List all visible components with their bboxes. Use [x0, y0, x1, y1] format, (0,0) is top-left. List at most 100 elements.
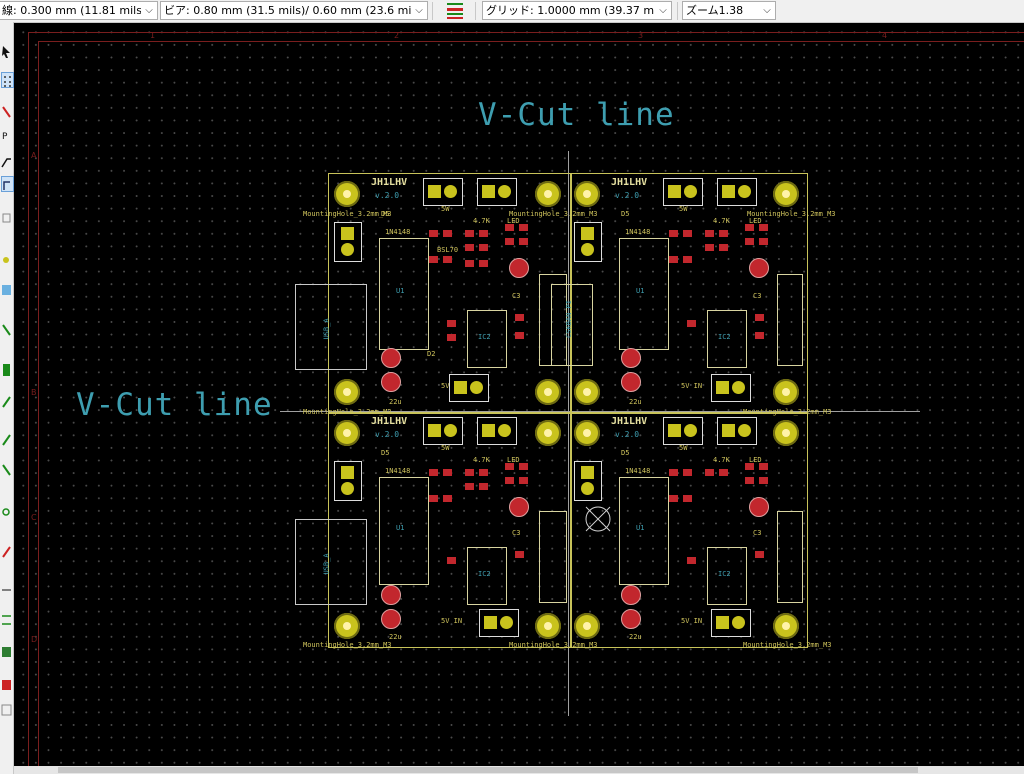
smd-pad[interactable]	[429, 469, 438, 476]
smd-pad[interactable]	[447, 320, 456, 327]
delete-tool-icon[interactable]	[1, 644, 12, 658]
connector-5v-out[interactable]	[334, 461, 362, 501]
smd-pad[interactable]	[683, 230, 692, 237]
capacitor-pad[interactable]	[749, 258, 769, 278]
connector-5v-out[interactable]	[334, 222, 362, 262]
ic2-footprint[interactable]: IC2	[467, 310, 507, 368]
smd-pad[interactable]	[505, 224, 514, 231]
smd-pad[interactable]	[443, 230, 452, 237]
connector[interactable]	[477, 178, 517, 206]
smd-pad[interactable]	[465, 260, 474, 267]
mounting-hole[interactable]	[773, 420, 799, 446]
connector[interactable]	[423, 178, 463, 206]
zoom-select[interactable]: ズーム1.38 ⌵	[682, 1, 776, 20]
pcb-panel[interactable]: JH1LHV v.2.0 MountingHole_3.2mm_M3 Mount…	[295, 412, 598, 649]
smd-pad[interactable]	[465, 483, 474, 490]
connector[interactable]	[663, 417, 703, 445]
add-via-icon[interactable]	[1, 252, 12, 266]
smd-pad[interactable]	[705, 469, 714, 476]
smd-pad[interactable]	[745, 463, 754, 470]
smd-pad[interactable]	[515, 314, 524, 321]
add-dimension-icon[interactable]	[1, 582, 12, 596]
ic2-footprint[interactable]: IC2	[467, 547, 507, 605]
connector-5v-out[interactable]	[574, 222, 602, 262]
horizontal-scrollbar[interactable]	[14, 766, 1024, 774]
smd-pad[interactable]	[519, 463, 528, 470]
mounting-hole[interactable]	[574, 420, 600, 446]
connector-5v-in[interactable]	[711, 374, 751, 402]
u1-footprint[interactable]: U1	[379, 477, 429, 585]
smd-pad[interactable]	[479, 469, 488, 476]
mounting-hole[interactable]	[535, 420, 561, 446]
usb-a-footprint[interactable]: USB_A	[295, 284, 367, 370]
smd-pad[interactable]	[505, 463, 514, 470]
smd-pad[interactable]	[479, 244, 488, 251]
smd-pad[interactable]	[687, 320, 696, 327]
route-track-icon[interactable]	[1, 154, 12, 168]
local-ratsnest-icon[interactable]	[1, 104, 12, 118]
smd-pad[interactable]	[755, 332, 764, 339]
smd-pad[interactable]	[719, 230, 728, 237]
smd-pad[interactable]	[669, 256, 678, 263]
smd-pad[interactable]	[429, 256, 438, 263]
smd-pad[interactable]	[719, 469, 728, 476]
capacitor-pad[interactable]	[381, 585, 401, 605]
capacitor-pad[interactable]	[509, 497, 529, 517]
usb-a-footprint[interactable]: USB_A	[295, 519, 367, 605]
smd-pad[interactable]	[669, 495, 678, 502]
smd-pad[interactable]	[479, 260, 488, 267]
grid-select[interactable]: グリッド: 1.0000 mm (39.37 mils) ⌵	[482, 1, 672, 20]
ic2-footprint[interactable]: IC2	[707, 547, 747, 605]
draw-line-icon[interactable]	[1, 362, 12, 376]
smd-pad[interactable]	[505, 477, 514, 484]
smd-pad[interactable]	[429, 230, 438, 237]
track-width-select[interactable]: 線: 0.300 mm (11.81 mils) * ⌵	[0, 1, 158, 20]
u1-footprint[interactable]: U1	[619, 477, 669, 585]
mounting-hole[interactable]	[334, 379, 360, 405]
u1-footprint[interactable]: U1	[379, 238, 429, 350]
measure-tool-icon[interactable]	[1, 702, 12, 716]
header-footprint[interactable]	[539, 511, 567, 603]
mounting-hole[interactable]	[334, 181, 360, 207]
smd-pad[interactable]	[505, 238, 514, 245]
pcb-panel[interactable]: JH1LHV v.2.0 MountingHole_3.2mm_M3 Mount…	[551, 173, 836, 416]
smd-pad[interactable]	[683, 469, 692, 476]
mounting-hole[interactable]	[574, 379, 600, 405]
add-zone-icon[interactable]	[1, 282, 12, 296]
smd-pad[interactable]	[683, 495, 692, 502]
smd-pad[interactable]	[759, 477, 768, 484]
diff-pair-icon[interactable]	[1, 176, 14, 192]
capacitor-pad[interactable]	[381, 348, 401, 368]
u1-footprint[interactable]: U1	[619, 238, 669, 350]
mounting-hole[interactable]	[574, 613, 600, 639]
pcb-panel[interactable]: JH1LHV v.2.0 MountingHole_3.2mm_M3 Mount…	[295, 173, 598, 416]
smd-pad[interactable]	[669, 230, 678, 237]
smd-pad[interactable]	[465, 244, 474, 251]
capacitor-pad[interactable]	[381, 372, 401, 392]
mounting-hole[interactable]	[773, 613, 799, 639]
mounting-hole[interactable]	[535, 613, 561, 639]
smd-pad[interactable]	[443, 256, 452, 263]
mounting-hole[interactable]	[334, 613, 360, 639]
smd-pad[interactable]	[479, 230, 488, 237]
connector-5v-in[interactable]	[449, 374, 489, 402]
capacitor-pad[interactable]	[621, 609, 641, 629]
capacitor-pad[interactable]	[621, 372, 641, 392]
smd-pad[interactable]	[443, 495, 452, 502]
scrollbar-thumb[interactable]	[58, 767, 918, 773]
mounting-hole[interactable]	[773, 181, 799, 207]
smd-pad[interactable]	[429, 495, 438, 502]
connector[interactable]	[477, 417, 517, 445]
set-origin-icon[interactable]	[1, 677, 12, 691]
capacitor-pad[interactable]	[749, 497, 769, 517]
smd-pad[interactable]	[759, 224, 768, 231]
connector[interactable]	[423, 417, 463, 445]
draw-arc-icon[interactable]	[1, 394, 12, 408]
smd-pad[interactable]	[465, 230, 474, 237]
smd-pad[interactable]	[515, 332, 524, 339]
smd-pad[interactable]	[447, 557, 456, 564]
smd-pad[interactable]	[755, 314, 764, 321]
smd-pad[interactable]	[705, 244, 714, 251]
capacitor-pad[interactable]	[381, 609, 401, 629]
connector-5v-in[interactable]	[711, 609, 751, 637]
